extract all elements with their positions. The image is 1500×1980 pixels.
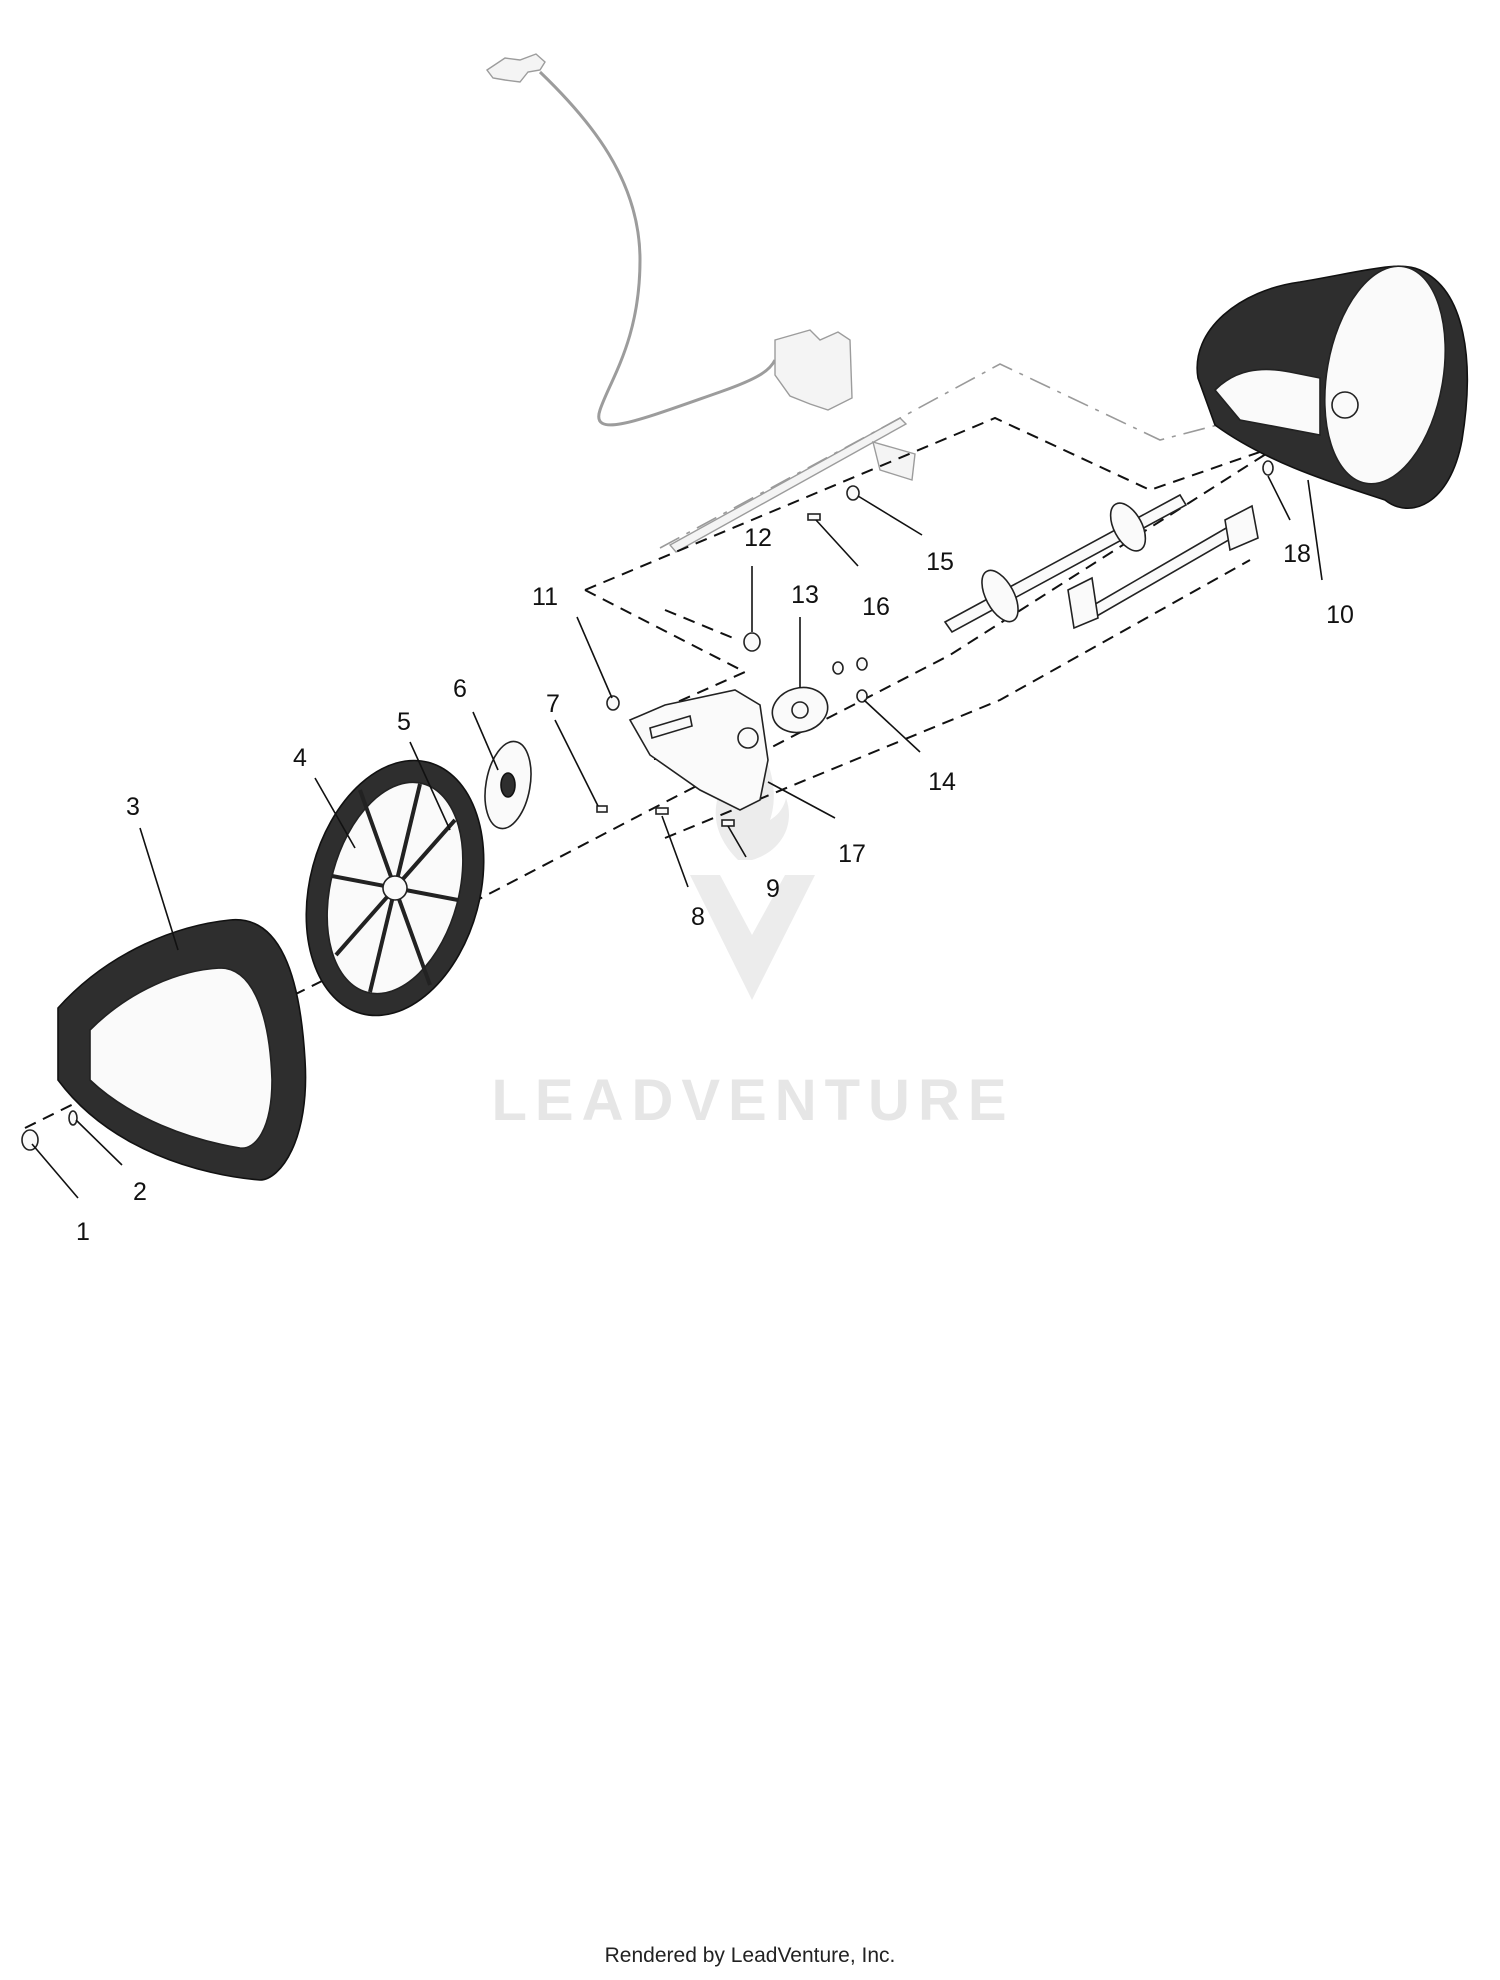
side-plate-hole-icon: [737, 727, 759, 749]
drive-bracket-icon: [774, 329, 853, 411]
nut-14c-icon: [856, 657, 868, 671]
cable-assembly: [485, 53, 916, 553]
callout-16: 16: [862, 593, 890, 621]
assembly-line-upper: [659, 363, 1276, 549]
callout-10: 10: [1326, 601, 1354, 629]
leader-lines: [31, 475, 1323, 1199]
right-track-inner-icon: [1213, 368, 1321, 436]
nut-14-icon: [856, 689, 868, 703]
footer-credit: Rendered by LeadVenture, Inc.: [604, 1944, 896, 1967]
callout-11: 11: [532, 583, 558, 611]
axle-assembly: [943, 493, 1259, 634]
watermark-text: LEADVENTURE: [491, 1068, 1014, 1133]
callout-7: 7: [546, 690, 560, 718]
control-lever-icon: [485, 53, 546, 83]
left-track-inner-icon: [89, 967, 273, 1149]
callout-15: 15: [926, 548, 954, 576]
right-wheel-icon: [1323, 265, 1447, 485]
rear-shaft-plate-icon-2: [1224, 504, 1259, 552]
leadventure-watermark: LEADVENTURE: [491, 728, 1014, 1133]
bolt-9-icon: [721, 819, 735, 827]
left-wheel-hub-icon: [382, 875, 408, 901]
callout-18: 18: [1283, 540, 1311, 568]
washer-icon: [68, 1110, 78, 1126]
callout-6: 6: [453, 675, 467, 703]
flange-nut-icon: [21, 1129, 39, 1151]
callout-14: 14: [928, 768, 956, 796]
left-wheel: [305, 759, 485, 1017]
callout-12: 12: [744, 524, 772, 552]
axle-bearing-icon: [1109, 502, 1147, 552]
assembly-line-lower: [664, 559, 1251, 839]
pulley-hub-icon: [500, 772, 516, 798]
assembly-line-plate: [584, 416, 1281, 591]
nut-11-icon: [606, 695, 620, 711]
washer-15-icon: [846, 485, 860, 501]
rear-shaft-plate-icon: [1067, 576, 1099, 630]
right-wheel-hub-icon: [1331, 391, 1359, 419]
axle-flange-icon: [981, 569, 1019, 623]
callout-4: 4: [293, 744, 307, 772]
callout-13: 13: [791, 581, 819, 609]
callout-2: 2: [133, 1178, 147, 1206]
cross-shaft-icon: [668, 417, 908, 553]
shaft-mount-plate-icon: [872, 440, 916, 481]
callout-9: 9: [766, 875, 780, 903]
callout-3: 3: [126, 793, 140, 821]
bolt-16-icon: [807, 513, 821, 521]
pin-icon: [596, 805, 608, 813]
drive-axle-icon: [943, 493, 1188, 634]
side-plate-slot-icon: [649, 714, 693, 740]
v-logo-icon: [690, 875, 815, 1000]
left-track: [57, 919, 307, 1181]
callout-17: 17: [838, 840, 866, 868]
screw-18-icon: [1262, 460, 1274, 476]
eye-bolt-icon: [743, 632, 761, 652]
callout-8: 8: [691, 903, 705, 931]
callout-1: 1: [76, 1218, 90, 1246]
assembly-line-pin: [664, 609, 739, 641]
assembly-line-main: [24, 444, 1281, 1129]
bolt-8-icon: [655, 807, 669, 815]
side-plate-icon: [628, 689, 769, 811]
bearing-center-icon: [791, 701, 809, 719]
nut-14b-icon: [832, 661, 844, 675]
callout-labels: 1 2 3 4 5 6 7 8 9 10 11 12 13 14 15 16 1…: [76, 524, 1354, 1246]
callout-5: 5: [397, 708, 411, 736]
right-track-assembly: [1196, 265, 1469, 510]
control-cable: [538, 70, 777, 427]
